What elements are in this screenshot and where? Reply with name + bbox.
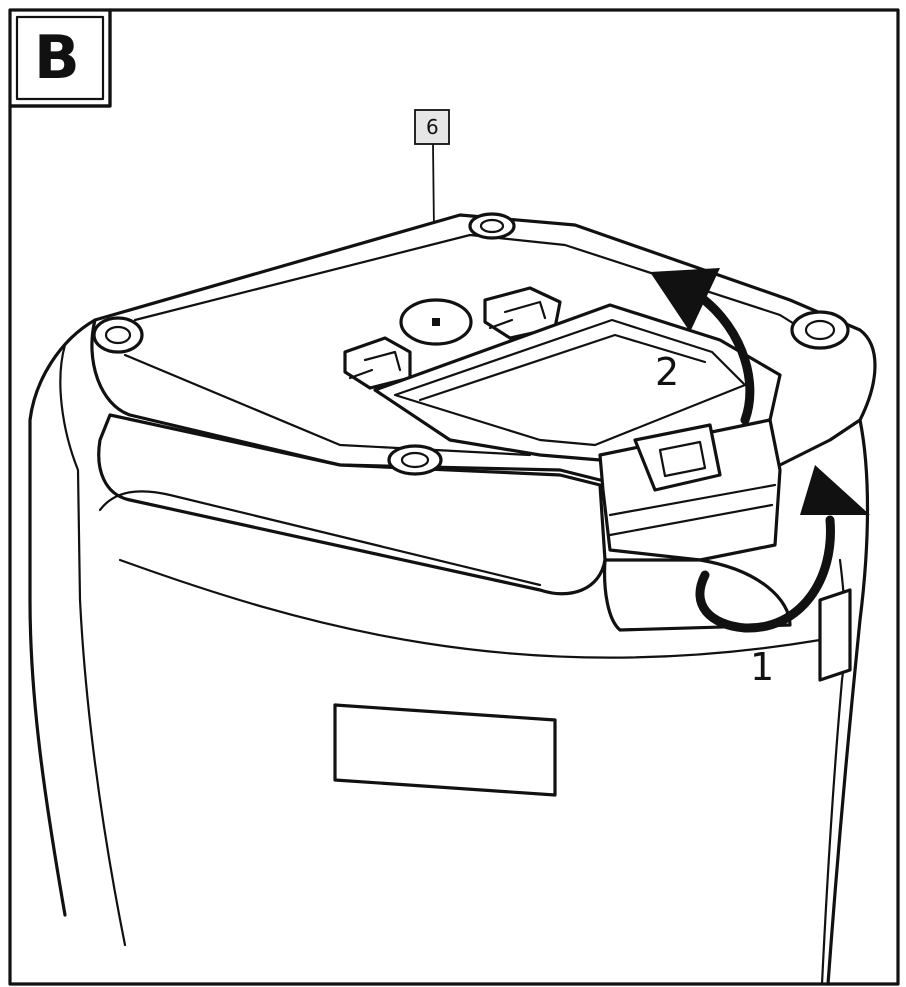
latch-block: [598, 418, 782, 562]
body-seam-line: [118, 558, 822, 659]
lid-front-lip-inner: [98, 490, 542, 587]
device-body-left-outline: [28, 318, 97, 917]
callout-box: [414, 109, 450, 145]
right-side-panel: [818, 588, 852, 682]
step-1-arrow-icon: [695, 515, 835, 633]
panel-label-box: [8, 8, 112, 108]
clip-tab-right: [483, 286, 562, 340]
round-button: [399, 298, 473, 346]
screw-hole-back: [468, 212, 516, 240]
screw-hole-right: [790, 310, 850, 350]
front-label-window: [333, 703, 557, 797]
panel-label: B: [34, 23, 80, 93]
callout-number: 6: [426, 115, 439, 139]
screw-hole-front: [387, 444, 443, 476]
step-2-arrowhead-icon: [650, 268, 720, 332]
lid-rim-lower-edge: [123, 353, 532, 457]
step-1-label: 1: [750, 645, 774, 689]
screw-hole-left: [92, 316, 144, 354]
step-2-label: 2: [655, 350, 679, 394]
step-1-arrowhead-icon: [800, 465, 870, 515]
step-2-arrow-icon: [685, 285, 755, 425]
panel-label-inner-box: [15, 15, 105, 101]
device-body-right-outline: [826, 418, 870, 986]
device-body-left-inner-outline: [59, 343, 127, 947]
